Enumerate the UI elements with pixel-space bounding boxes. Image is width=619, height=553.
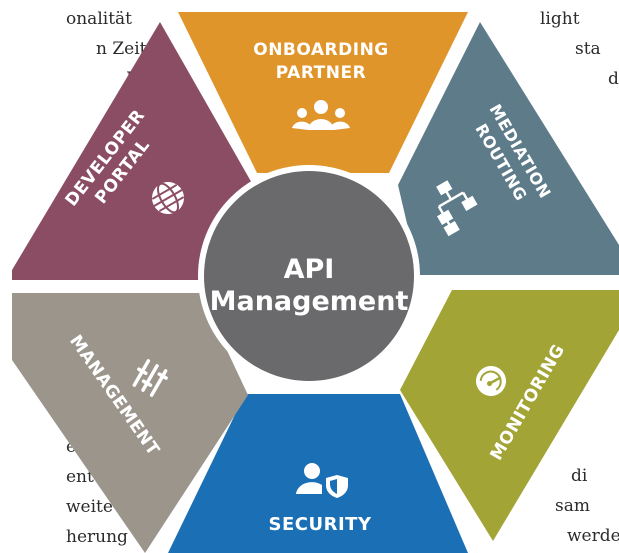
text-line: herung bbox=[66, 527, 128, 547]
right-top-text: light sta d bbox=[540, 4, 619, 94]
center-title-line1: API bbox=[284, 254, 335, 285]
mediation-segment bbox=[398, 22, 619, 275]
center-circle bbox=[198, 165, 420, 387]
text-line: sta bbox=[575, 39, 601, 59]
text-line: sam bbox=[555, 496, 590, 516]
globe-icon bbox=[151, 182, 185, 214]
management-segment bbox=[12, 293, 248, 553]
text-line: werde bbox=[567, 526, 619, 546]
gauge-icon bbox=[476, 366, 506, 396]
text-line: light bbox=[540, 9, 580, 29]
user-shield-icon bbox=[296, 463, 348, 498]
text-line: n Zeit bbox=[96, 39, 147, 59]
text-line: d bbox=[608, 69, 619, 89]
text-line: weite- bbox=[66, 497, 119, 517]
onboarding-segment bbox=[178, 12, 468, 173]
monitoring-segment bbox=[400, 290, 619, 541]
right-bottom-text: di sam werde bbox=[555, 461, 619, 551]
center-title-line2: Management bbox=[210, 286, 409, 317]
onboarding-label-line2: PARTNER bbox=[276, 63, 366, 83]
settings-lines-icon bbox=[132, 359, 168, 397]
network-icon bbox=[436, 180, 478, 237]
text-line: di bbox=[571, 466, 588, 486]
left-bottom-text: n en ent- weite- herung bbox=[66, 402, 128, 552]
users-icon bbox=[292, 100, 350, 130]
onboarding-label-line1: ONBOARDING bbox=[253, 40, 389, 60]
security-label: SECURITY bbox=[269, 514, 372, 535]
text-line: onalität bbox=[66, 9, 132, 29]
developer-segment bbox=[12, 22, 253, 280]
